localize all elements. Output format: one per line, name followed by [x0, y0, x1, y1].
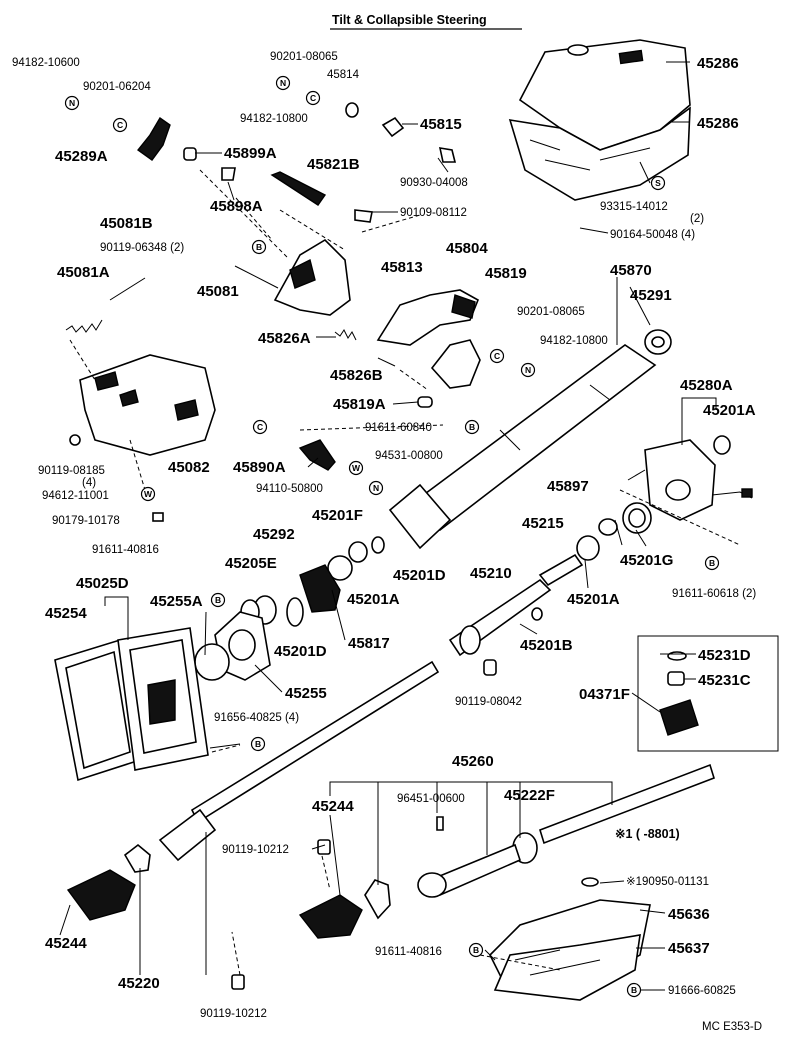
part-label: 45815: [420, 116, 462, 133]
part-label: 45205E: [225, 555, 277, 572]
part-label: 91611-40816: [375, 946, 442, 958]
diagram-title: Tilt & Collapsible Steering: [332, 13, 487, 27]
part-label: 90119-10212: [222, 844, 289, 856]
part-label: 45201G: [620, 552, 673, 569]
part-label: 45222F: [504, 787, 555, 804]
part-label: 91611-60840: [365, 422, 432, 434]
part-label: 91666-60825: [668, 985, 736, 997]
part-drawings: [54, 39, 779, 1001]
part-label: 45260: [452, 753, 494, 770]
part-label: 45201F: [312, 507, 363, 524]
part-label: 45897: [547, 478, 589, 495]
part-label: 45292: [253, 526, 295, 543]
part-label: 45201A: [703, 402, 756, 419]
part-label: 90201-06204: [83, 81, 151, 93]
part-label: 45254: [45, 605, 87, 622]
part-label: 45636: [668, 906, 710, 923]
part-label: 04371F: [579, 686, 630, 703]
part-label: 45804: [446, 240, 488, 257]
part-label: 45814: [327, 69, 360, 81]
part-label: 45637: [668, 940, 710, 957]
part-label: 45280A: [680, 377, 733, 394]
part-label: 94182-10600: [12, 57, 80, 69]
part-label: 91611-60618 (2): [672, 588, 756, 600]
part-label: 45821B: [307, 156, 360, 173]
part-label: 45255: [285, 685, 327, 702]
variant-note: ※1 ( -8801): [615, 827, 680, 841]
part-label: (2): [690, 213, 704, 225]
part-label: 94612-11001: [42, 490, 109, 502]
part-label: 45201A: [567, 591, 620, 608]
part-label: 45081: [197, 283, 239, 300]
footer-code: MC E353-D: [702, 1021, 762, 1033]
part-labels: 94182-10600 90201-06204 45289A 90201-080…: [12, 51, 762, 1033]
part-label: 45081A: [57, 264, 110, 281]
part-label: 90119-08185: [38, 465, 105, 477]
part-label: 45291: [630, 287, 672, 304]
part-label: 45819A: [333, 396, 386, 413]
part-label: 94531-00800: [375, 450, 443, 462]
symbol-markers: [64, 75, 720, 998]
part-label: 45082: [168, 459, 210, 476]
part-label: 91656-40825 (4): [214, 712, 299, 724]
part-label: 90201-08065: [517, 306, 585, 318]
part-label: 45025D: [76, 575, 129, 592]
part-label: 90119-08042: [455, 696, 522, 708]
part-label: 45215: [522, 515, 564, 532]
part-label: 90930-04008: [400, 177, 468, 189]
part-label: 45231D: [698, 647, 751, 664]
part-label: 45255A: [150, 593, 203, 610]
part-label: 45244: [312, 798, 354, 815]
part-label: 45286: [697, 55, 739, 72]
part-label: 96451-00600: [397, 793, 465, 805]
part-label: 90179-10178: [52, 515, 120, 527]
part-label: 45210: [470, 565, 512, 582]
part-label: 45898A: [210, 198, 263, 215]
part-label: ※190950-01131: [626, 876, 709, 888]
part-label: 45231C: [698, 672, 751, 689]
part-label: 45813: [381, 259, 423, 276]
part-label: 45826B: [330, 367, 383, 384]
part-label: 91611-40816: [92, 544, 159, 556]
part-label: 45244: [45, 935, 87, 952]
part-label: (4): [82, 477, 96, 489]
part-label: 45289A: [55, 148, 108, 165]
part-label: 45899A: [224, 145, 277, 162]
leader-lines: [59, 61, 741, 991]
part-label: 90201-08065: [270, 51, 338, 63]
part-label: 94182-10800: [540, 335, 608, 347]
part-label: 45201A: [347, 591, 400, 608]
part-label: 45890A: [233, 459, 286, 476]
part-label: 90119-10212: [200, 1008, 267, 1020]
part-label: 45286: [697, 115, 739, 132]
part-label: 45081B: [100, 215, 153, 232]
part-label: 45201D: [393, 567, 446, 584]
part-label: 45826A: [258, 330, 311, 347]
part-label: 45870: [610, 262, 652, 279]
part-label: 45201B: [520, 637, 573, 654]
part-label: 45819: [485, 265, 527, 282]
part-label: 94110-50800: [256, 483, 323, 495]
part-label: 90109-08112: [400, 207, 467, 219]
part-label: 45817: [348, 635, 390, 652]
part-label: 90164-50048 (4): [610, 229, 695, 241]
part-label: 94182-10800: [240, 113, 308, 125]
part-label: 90119-06348 (2): [100, 242, 184, 254]
part-label: 45201D: [274, 643, 327, 660]
part-label: 93315-14012: [600, 201, 668, 213]
part-label: 45220: [118, 975, 160, 992]
